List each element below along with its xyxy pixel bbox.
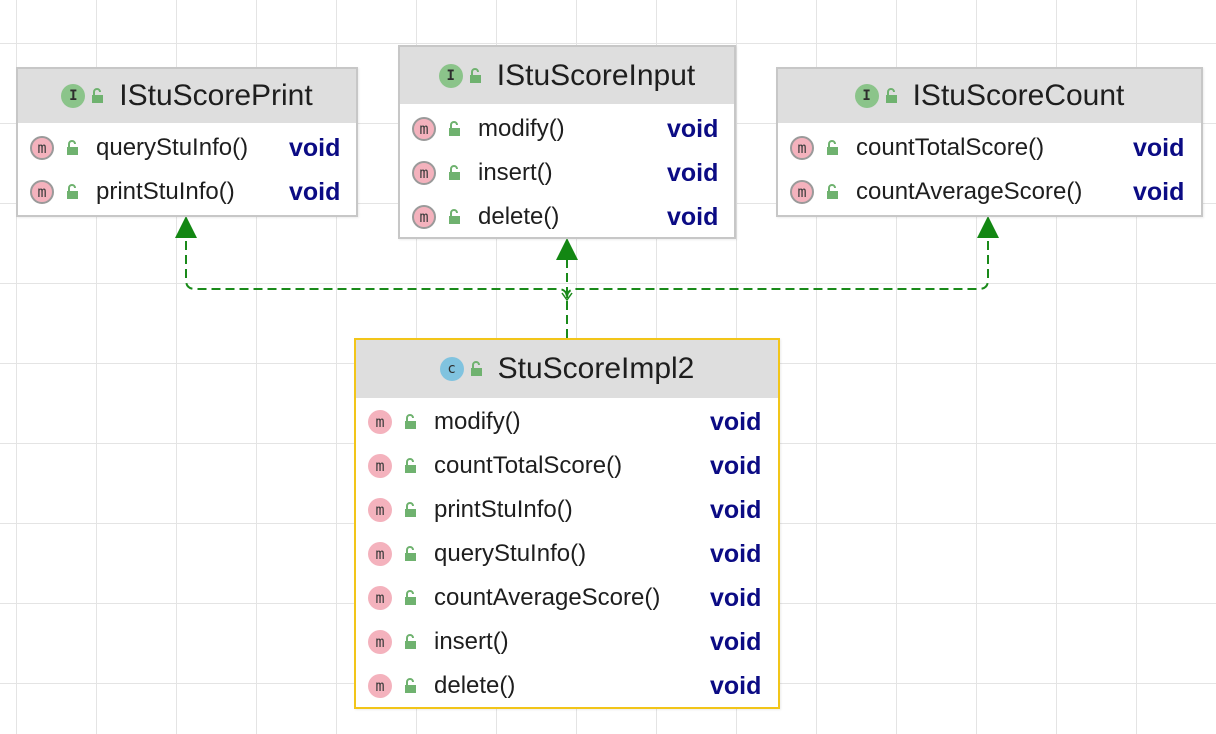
method-name: printStuInfo(): [96, 178, 235, 205]
method-name: countAverageScore(): [434, 584, 661, 611]
method-icon: m: [790, 180, 814, 204]
open-lock-icon: [67, 140, 78, 155]
return-type: void: [710, 407, 762, 436]
method-name: insert(): [478, 159, 553, 186]
method-name: countTotalScore(): [856, 134, 1045, 161]
interface-node-istuscoreprint[interactable]: I IStuScorePrint m queryStuInfo() void m…: [16, 67, 358, 217]
return-type: void: [710, 539, 762, 568]
junction-mark: [561, 292, 573, 302]
method-row[interactable]: m countAverageScore() void: [356, 576, 778, 620]
method-icon: m: [368, 542, 392, 566]
class-title: IStuScoreCount: [912, 79, 1125, 112]
method-row[interactable]: m insert() void: [356, 620, 778, 664]
method-name: queryStuInfo(): [96, 134, 249, 161]
open-lock-icon: [405, 590, 416, 605]
method-row[interactable]: m queryStuInfo() void: [18, 126, 356, 170]
method-row[interactable]: m queryStuInfo() void: [356, 532, 778, 576]
open-lock-icon: [449, 121, 460, 136]
method-icon: m: [412, 205, 436, 229]
return-type: void: [289, 133, 341, 162]
return-type: void: [710, 451, 762, 480]
open-lock-icon: [469, 67, 481, 83]
method-name: modify(): [478, 115, 565, 142]
method-name: countTotalScore(): [434, 452, 623, 479]
return-type: void: [710, 495, 762, 524]
method-row[interactable]: m modify() void: [400, 107, 734, 151]
method-icon: m: [368, 454, 392, 478]
open-lock-icon: [827, 184, 838, 199]
method-icon: m: [368, 410, 392, 434]
arrow-head-count: [977, 216, 999, 238]
method-name: countAverageScore(): [856, 178, 1083, 205]
open-lock-icon: [470, 361, 482, 376]
method-name: printStuInfo(): [434, 496, 573, 523]
open-lock-icon: [405, 502, 416, 517]
class-node-stuscoreimpl2[interactable]: c StuScoreImpl2 m modify() void m countT…: [354, 338, 780, 709]
return-type: void: [667, 202, 719, 231]
method-icon: m: [368, 586, 392, 610]
class-title: StuScoreImpl2: [497, 352, 695, 385]
interface-node-istuscorecount[interactable]: I IStuScoreCount m countTotalScore() voi…: [776, 67, 1203, 217]
method-row[interactable]: m countTotalScore() void: [356, 444, 778, 488]
return-type: void: [1133, 133, 1185, 162]
arrow-head-print: [175, 216, 197, 238]
method-name: modify(): [434, 408, 521, 435]
return-type: void: [289, 177, 341, 206]
node-header: I IStuScoreCount: [778, 69, 1201, 123]
open-lock-icon: [405, 634, 416, 649]
open-lock-icon: [405, 414, 416, 429]
method-row[interactable]: m modify() void: [356, 400, 778, 444]
method-name: insert(): [434, 628, 509, 655]
open-lock-icon: [405, 458, 416, 473]
node-header: I IStuScorePrint: [18, 69, 356, 123]
open-lock-icon: [885, 88, 897, 103]
return-type: void: [667, 158, 719, 187]
open-lock-icon: [449, 209, 460, 224]
node-header: I IStuScoreInput: [400, 47, 734, 104]
node-header: c StuScoreImpl2: [356, 340, 778, 398]
class-icon: c: [439, 357, 464, 381]
interface-icon: I: [61, 84, 86, 108]
method-icon: m: [412, 161, 436, 185]
open-lock-icon: [92, 88, 104, 103]
open-lock-icon: [67, 184, 78, 199]
method-name: delete(): [478, 203, 560, 230]
method-row[interactable]: m printStuInfo() void: [18, 170, 356, 214]
method-icon: m: [368, 674, 392, 698]
return-type: void: [667, 114, 719, 143]
return-type: void: [1133, 177, 1185, 206]
edge-to-IStuScorePrint[interactable]: [185, 234, 568, 338]
method-icon: m: [368, 630, 392, 654]
method-row[interactable]: m insert() void: [400, 151, 734, 195]
method-row[interactable]: m countAverageScore() void: [778, 170, 1201, 214]
class-title: IStuScoreInput: [496, 58, 696, 92]
open-lock-icon: [405, 546, 416, 561]
method-name: delete(): [434, 672, 516, 699]
open-lock-icon: [449, 165, 460, 180]
open-lock-icon: [827, 140, 838, 155]
edge-to-IStuScoreCount[interactable]: [566, 234, 989, 299]
method-icon: m: [30, 136, 54, 160]
method-icon: m: [30, 180, 54, 204]
method-icon: m: [368, 498, 392, 522]
interface-node-istuscoreinput[interactable]: I IStuScoreInput m modify() void m inser…: [398, 45, 736, 239]
return-type: void: [710, 627, 762, 656]
return-type: void: [710, 671, 762, 700]
interface-icon: I: [854, 84, 879, 108]
method-icon: m: [412, 117, 436, 141]
return-type: void: [710, 583, 762, 612]
method-row[interactable]: m printStuInfo() void: [356, 488, 778, 532]
open-lock-icon: [405, 678, 416, 693]
method-row[interactable]: m delete() void: [400, 195, 734, 239]
method-icon: m: [790, 136, 814, 160]
arrow-head-input: [556, 238, 578, 260]
class-title: IStuScorePrint: [119, 79, 313, 112]
method-row[interactable]: m delete() void: [356, 664, 778, 708]
method-row[interactable]: m countTotalScore() void: [778, 126, 1201, 170]
method-name: queryStuInfo(): [434, 540, 587, 567]
interface-icon: I: [438, 63, 463, 88]
